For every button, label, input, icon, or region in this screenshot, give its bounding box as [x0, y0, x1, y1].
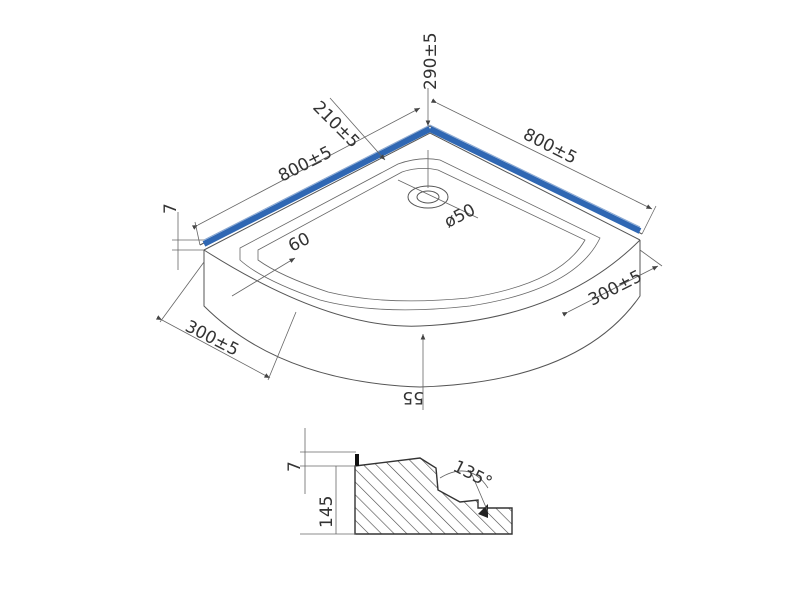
dim-800-left-line: [191, 107, 421, 230]
dimension-lines: [155, 88, 663, 410]
dim-300-left-line: [155, 315, 271, 379]
dim-800-right-ext: [641, 205, 657, 235]
label-800-right: 800±5: [520, 125, 580, 169]
profile-seal-block: [355, 454, 359, 466]
profile-label-7: 7: [285, 461, 305, 472]
dimension-labels: 290±5 800±5 800±5 210±5 ø50 60 300±5 300…: [161, 32, 646, 407]
drain-inner: [416, 190, 440, 204]
profile-hatched-body: [354, 457, 513, 535]
dim-300-left-ext2: [267, 311, 297, 381]
dim-300-right-line: [561, 265, 659, 317]
drain-outer: [407, 185, 449, 209]
dim-210-line: [329, 97, 386, 161]
label-300-right: 300±5: [585, 267, 645, 311]
profile-angle-arc: [439, 470, 489, 489]
cross-section-profile: 7 145 135°: [285, 428, 513, 535]
label-7-seal: 7: [161, 203, 181, 214]
dim-300-left-ext1: [159, 261, 205, 323]
label-300-left: 300±5: [182, 317, 242, 361]
dim-60-line: [231, 257, 296, 297]
tray-plan-view: [199, 124, 643, 388]
dim-800-right-line: [430, 98, 653, 210]
profile-angle-marker: [478, 504, 488, 518]
dim-300-right-ext: [639, 249, 663, 267]
seal-strip-highlight: [203, 124, 641, 241]
label-290: 290±5: [421, 32, 441, 90]
tray-top-outline: [199, 125, 643, 246]
tray-front-top-curve: [203, 239, 641, 327]
tray-front-bottom-curve: [203, 240, 641, 388]
dim-50-line: [397, 179, 479, 219]
dim-800-left-ext1: [194, 221, 201, 246]
label-210: 210±5: [308, 97, 363, 152]
profile-label-145: 145: [317, 496, 337, 528]
profile-angle-leader: [469, 469, 489, 513]
label-55: 55: [402, 387, 424, 407]
label-drain: ø50: [441, 200, 479, 232]
profile-label-angle: 135°: [450, 457, 496, 493]
